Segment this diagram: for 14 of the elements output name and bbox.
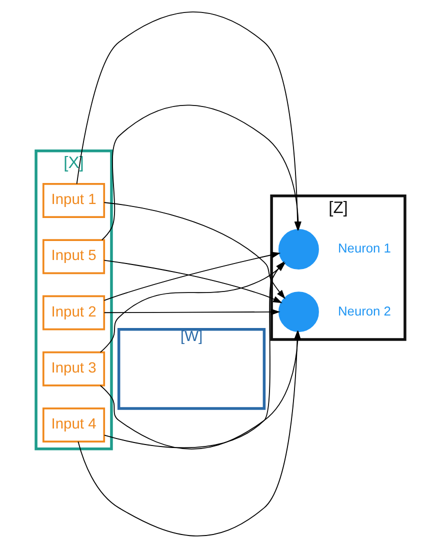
arrow xyxy=(104,252,281,301)
node-box: Input 5 xyxy=(42,239,106,274)
node-label: Neuron 1 xyxy=(338,240,391,256)
node-box: Input 3 xyxy=(42,351,106,386)
arrow xyxy=(104,308,280,316)
node-box: Input 2 xyxy=(42,295,106,330)
node-box: [W] xyxy=(117,328,266,410)
node-box: Input 4 xyxy=(42,408,106,442)
node-circle xyxy=(278,229,319,270)
node-box: Input 1 xyxy=(42,183,106,218)
node-label: Neuron 2 xyxy=(338,303,391,318)
arrow xyxy=(104,261,284,448)
node-circle xyxy=(278,292,319,332)
arrow xyxy=(104,260,282,304)
